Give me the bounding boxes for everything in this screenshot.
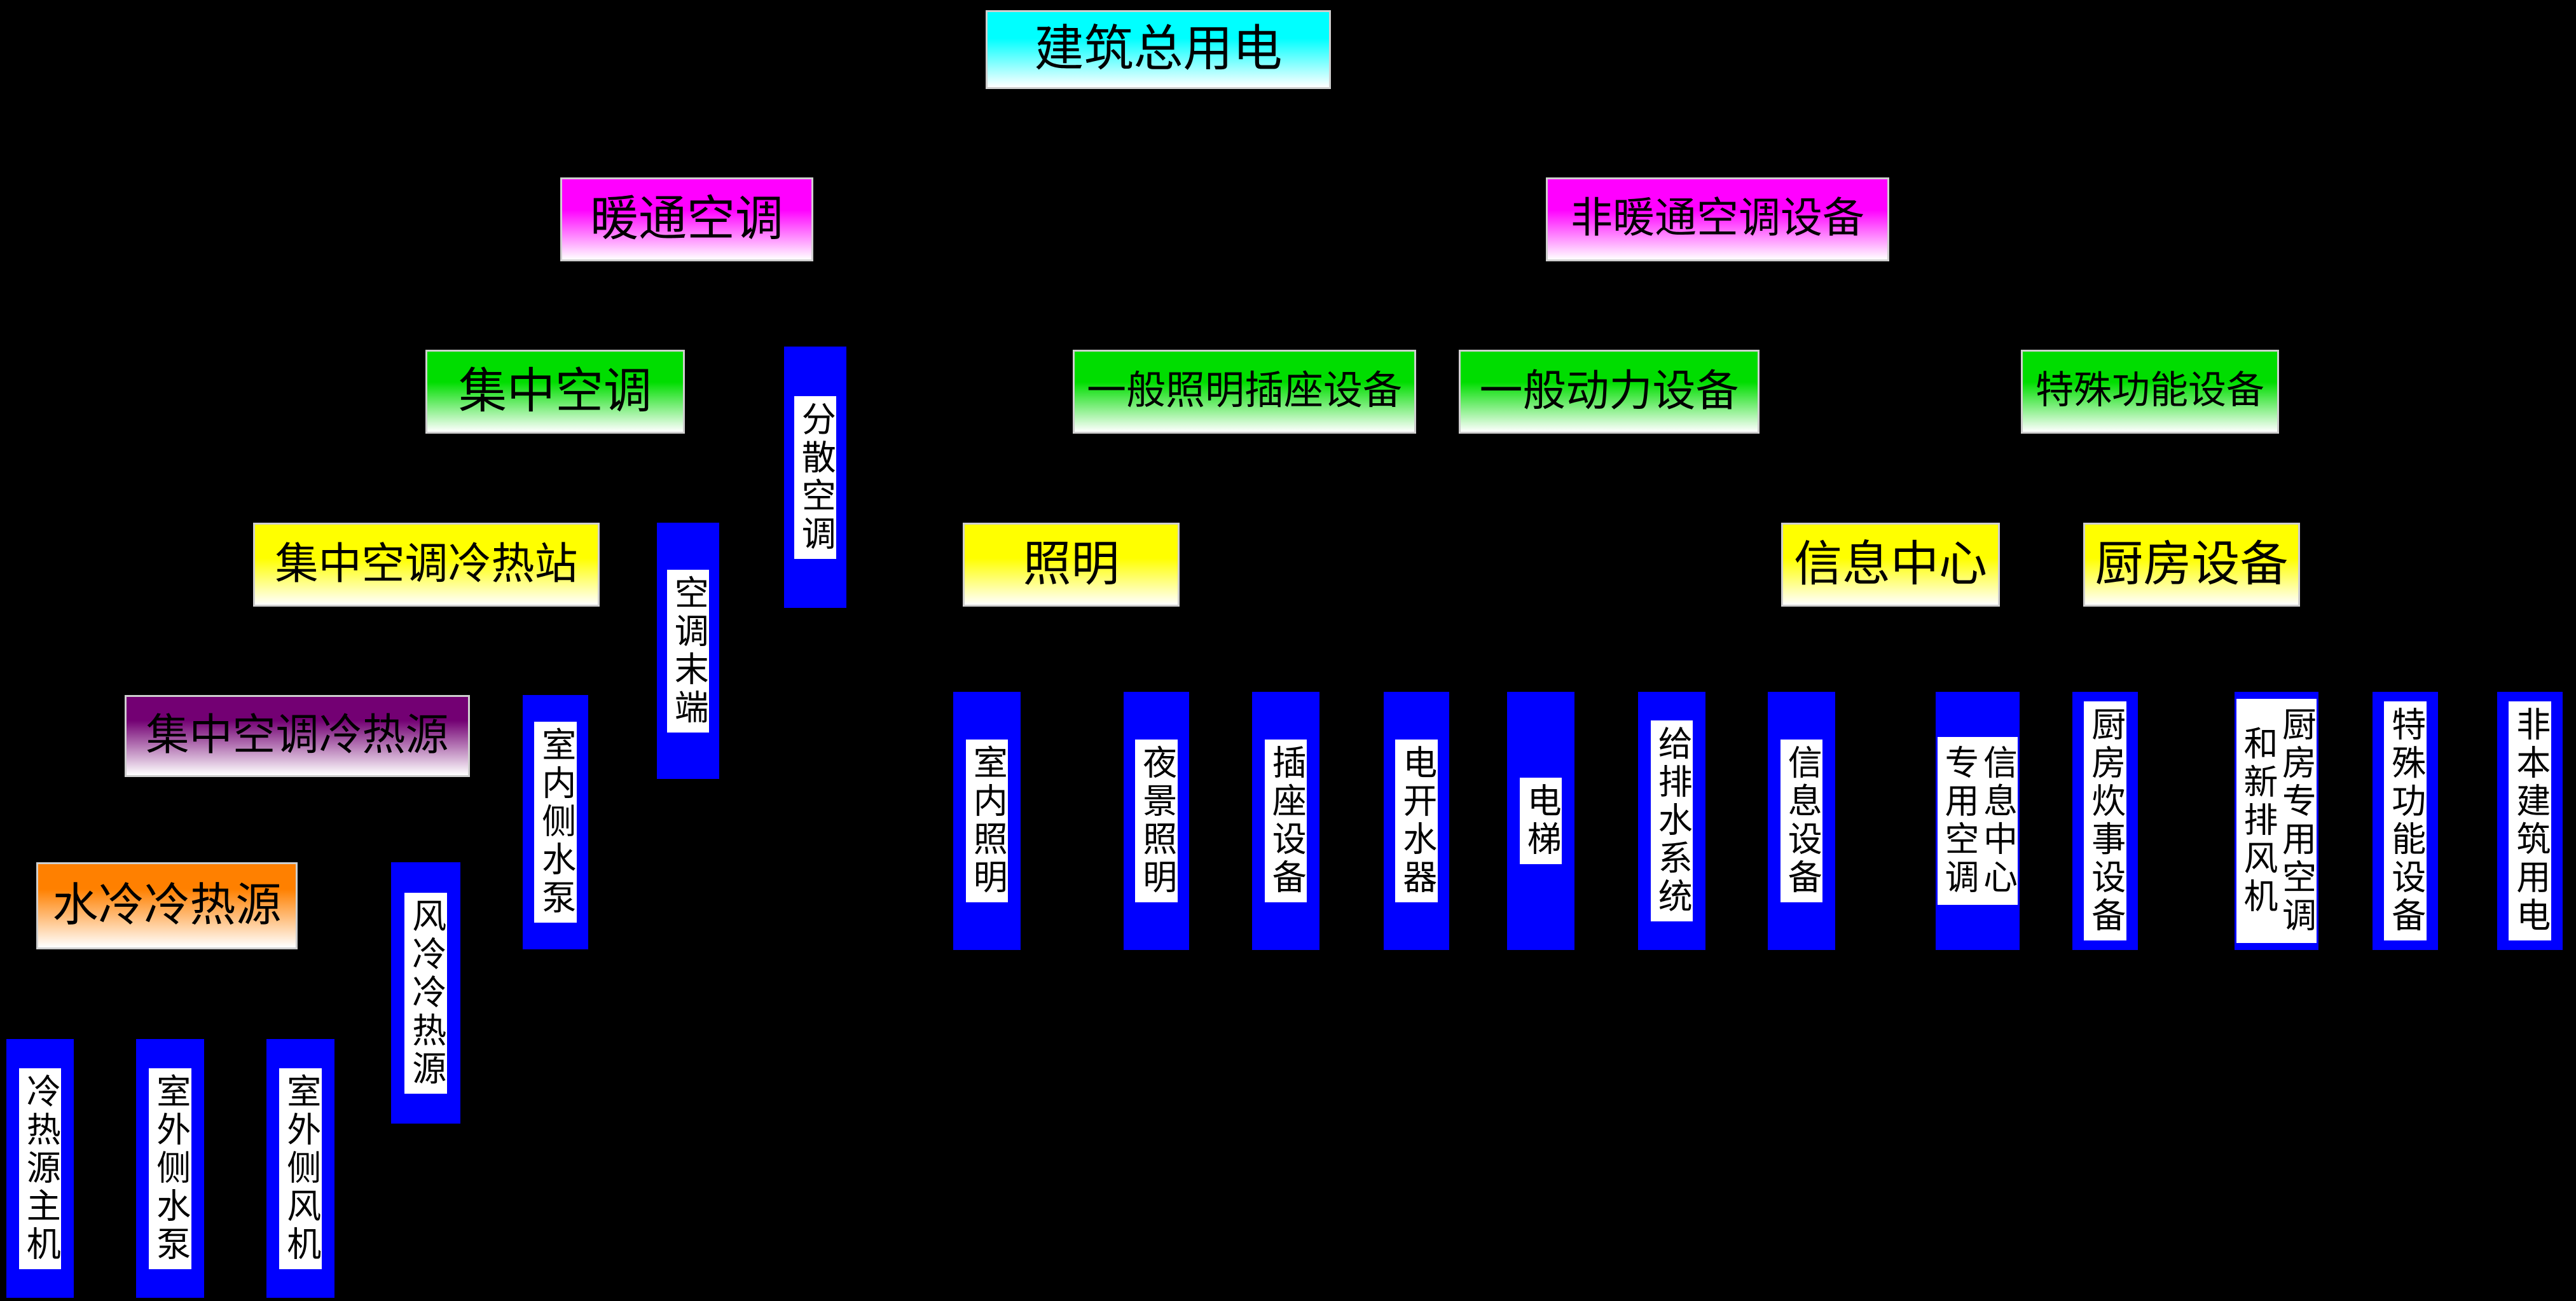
node-night-lighting: 夜景照明 [1124,692,1189,950]
node-kitchen-cooking-equipment-label: 厨房炊事设备 [2084,701,2126,940]
node-non-building-power-label: 非本建筑用电 [2509,701,2551,940]
node-non-hvac-equipment: 非暖通空调设备 [1546,177,1889,261]
node-source-main-unit-label: 冷热源主机 [18,1068,62,1269]
node-info-center-dedicated-ac-label: 信息中心专用空调 [1937,737,2018,905]
node-kitchen-cooking-equipment: 厨房炊事设备 [2072,692,2138,950]
node-water-cooled-source: 水冷冷热源 [36,862,298,949]
node-central-ac-source: 集中空调冷热源 [125,695,470,777]
node-kitchen-dedicated-ac-exhaust-fan-label: 厨房专用空调和新排风机 [2236,699,2317,943]
node-air-cooled-source-label: 风冷冷热源 [404,892,447,1094]
node-info-equipment-label: 信息设备 [1780,740,1823,902]
node-kitchen-equipment: 厨房设备 [2083,523,2300,607]
node-source-main-unit: 冷热源主机 [6,1039,74,1298]
node-indoor-lighting-label: 室内照明 [965,740,1009,902]
node-general-power: 一般动力设备 [1459,350,1760,434]
node-electric-water-heater-label: 电开水器 [1395,740,1438,902]
node-outdoor-side-fan-label: 室外侧风机 [279,1068,322,1269]
node-lighting: 照明 [963,523,1180,607]
node-special-function-equipment-vertical: 特殊功能设备 [2373,692,2438,950]
node-info-center-dedicated-ac: 信息中心专用空调 [1936,692,2020,950]
node-water-supply-drainage: 给排水系统 [1638,692,1705,950]
node-info-equipment: 信息设备 [1768,692,1835,950]
node-indoor-side-pump-label: 室内侧水泵 [534,722,577,923]
node-air-cooled-source: 风冷冷热源 [391,862,460,1124]
node-water-supply-drainage-label: 给排水系统 [1650,720,1693,921]
node-outdoor-side-fan: 室外侧风机 [266,1039,334,1298]
node-special-function-equipment-vertical-label: 特殊功能设备 [2384,701,2427,940]
node-outdoor-side-pump: 室外侧水泵 [136,1039,204,1298]
node-central-ac: 集中空调 [425,350,685,434]
node-ac-terminal-label: 空调末端 [666,569,710,733]
node-outdoor-side-pump-label: 室外侧水泵 [149,1068,191,1269]
node-dispersed-ac-label: 分散空调 [794,396,837,559]
node-hvac: 暖通空调 [560,177,813,261]
node-central-ac-station: 集中空调冷热站 [253,523,600,607]
node-general-lighting-socket: 一般照明插座设备 [1073,350,1416,434]
node-elevator-label: 电梯 [1519,778,1562,864]
node-info-center: 信息中心 [1781,523,2000,607]
node-ac-terminal: 空调末端 [657,523,719,779]
node-indoor-lighting: 室内照明 [953,692,1021,950]
node-electric-water-heater: 电开水器 [1384,692,1449,950]
node-socket-equipment: 插座设备 [1252,692,1319,950]
node-night-lighting-label: 夜景照明 [1135,740,1178,902]
node-building-total-power: 建筑总用电 [986,10,1331,89]
node-dispersed-ac: 分散空调 [784,347,846,608]
node-special-function-equipment: 特殊功能设备 [2021,350,2279,434]
node-socket-equipment-label: 插座设备 [1264,740,1307,902]
node-kitchen-dedicated-ac-exhaust-fan: 厨房专用空调和新排风机 [2235,692,2318,950]
node-non-building-power: 非本建筑用电 [2497,692,2563,950]
node-indoor-side-pump: 室内侧水泵 [523,695,588,949]
node-elevator: 电梯 [1507,692,1574,950]
